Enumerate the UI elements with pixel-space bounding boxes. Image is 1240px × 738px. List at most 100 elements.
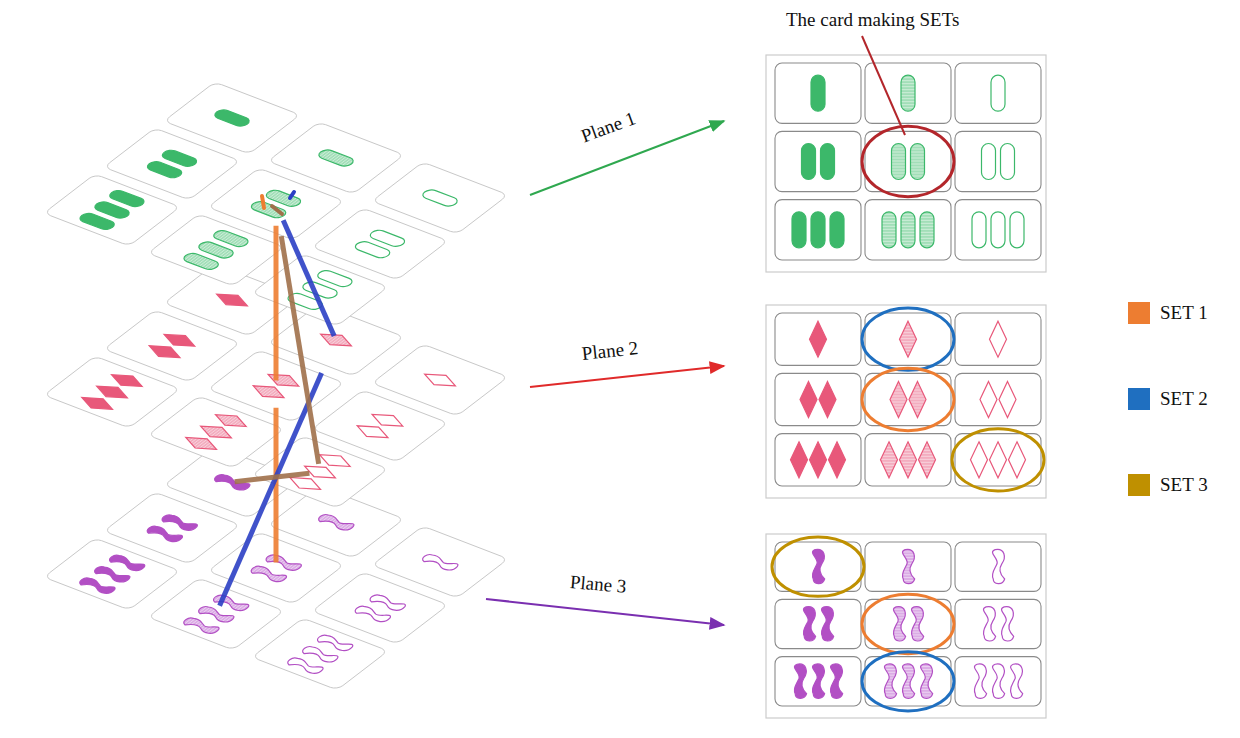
card-symbol (881, 442, 898, 478)
card-symbol (181, 252, 222, 271)
card-symbol (811, 212, 825, 248)
legend-entry: SET 3 (1128, 474, 1208, 496)
card-symbol (800, 382, 817, 418)
card-symbol (900, 321, 917, 357)
card-symbol (77, 576, 117, 595)
set-card (955, 599, 1041, 648)
card-symbol (1009, 442, 1026, 478)
set-card (775, 542, 861, 591)
set-card (955, 131, 1041, 191)
card-symbol (143, 341, 186, 362)
card-symbol (902, 664, 914, 698)
card-symbol (900, 442, 917, 478)
stack-card (44, 356, 180, 428)
set-card (865, 434, 951, 486)
card-symbol (992, 664, 1004, 698)
set-circle (862, 368, 954, 430)
set-card (775, 131, 861, 191)
card-symbol (812, 664, 824, 698)
card-symbol (285, 656, 325, 675)
card-symbol (983, 607, 995, 641)
plane-label: Plane 2 (581, 338, 639, 365)
card-symbol (990, 442, 1007, 478)
card-symbol (247, 381, 290, 402)
callout-label: The card making SETs (786, 10, 959, 31)
set-line (235, 473, 310, 482)
set-circle (862, 308, 954, 370)
card-symbol (352, 605, 392, 624)
set-circle (862, 594, 954, 653)
set-mark (290, 192, 294, 198)
set-card (865, 373, 951, 425)
card-symbol (420, 553, 460, 572)
set-card (865, 599, 951, 648)
card-symbol (990, 321, 1007, 357)
card-symbol (901, 212, 915, 248)
card-symbol (1010, 212, 1024, 248)
set-circle (952, 429, 1044, 491)
card-symbol (212, 108, 253, 127)
card-symbol (420, 188, 461, 207)
card-symbol (920, 212, 934, 248)
legend-swatch (1128, 474, 1150, 496)
card-symbol (144, 525, 184, 544)
card-symbol (911, 607, 923, 641)
legend-swatch (1128, 388, 1150, 410)
card-symbol (882, 212, 896, 248)
card-symbol (829, 442, 846, 478)
legend-text: SET 1 (1160, 302, 1208, 324)
card-symbol (792, 212, 806, 248)
card-symbol (974, 664, 986, 698)
card-symbol (248, 200, 289, 219)
stack-card (148, 578, 284, 650)
legend-entry: SET 1 (1128, 302, 1208, 324)
card-symbol (180, 433, 223, 454)
legend-swatch (1128, 302, 1150, 324)
card-symbol (991, 212, 1005, 248)
card-symbol (211, 289, 254, 310)
stack-card (44, 174, 180, 246)
card-symbol (76, 393, 119, 414)
set-circle (862, 652, 954, 711)
stack-card (148, 214, 284, 286)
card-symbol (819, 382, 836, 418)
set-card (775, 313, 861, 365)
card-symbol (352, 240, 393, 259)
set-card (865, 200, 951, 260)
card-symbol (830, 664, 842, 698)
card-symbol (893, 607, 905, 641)
set-card (955, 313, 1041, 365)
set-card (865, 542, 951, 591)
card-symbol (351, 421, 394, 442)
stack-card (252, 618, 388, 690)
card-symbol (802, 144, 816, 180)
leader-line (862, 36, 905, 135)
card-symbol (1001, 144, 1015, 180)
set-card (955, 373, 1041, 425)
card-symbol (901, 75, 915, 111)
set-circle (862, 126, 954, 196)
card-symbol (811, 75, 825, 111)
stack-card (252, 254, 388, 326)
card-symbol (316, 513, 356, 532)
card-symbol (159, 513, 199, 532)
set-line (220, 373, 322, 606)
card-symbol (803, 607, 815, 641)
stack-card (148, 396, 284, 468)
card-symbol (263, 553, 303, 572)
card-symbol (812, 549, 824, 583)
card-symbol (892, 144, 906, 180)
legend-text: SET 2 (1160, 388, 1208, 410)
set-card (775, 599, 861, 648)
set-card (775, 434, 861, 486)
card-symbol (367, 593, 407, 612)
card-symbol (999, 382, 1016, 418)
set-line (283, 220, 334, 336)
card-symbol (971, 442, 988, 478)
card-symbol (920, 664, 932, 698)
card-symbol (830, 212, 844, 248)
card-symbol (890, 382, 907, 418)
card-symbol (300, 645, 340, 664)
card-symbol (794, 664, 806, 698)
